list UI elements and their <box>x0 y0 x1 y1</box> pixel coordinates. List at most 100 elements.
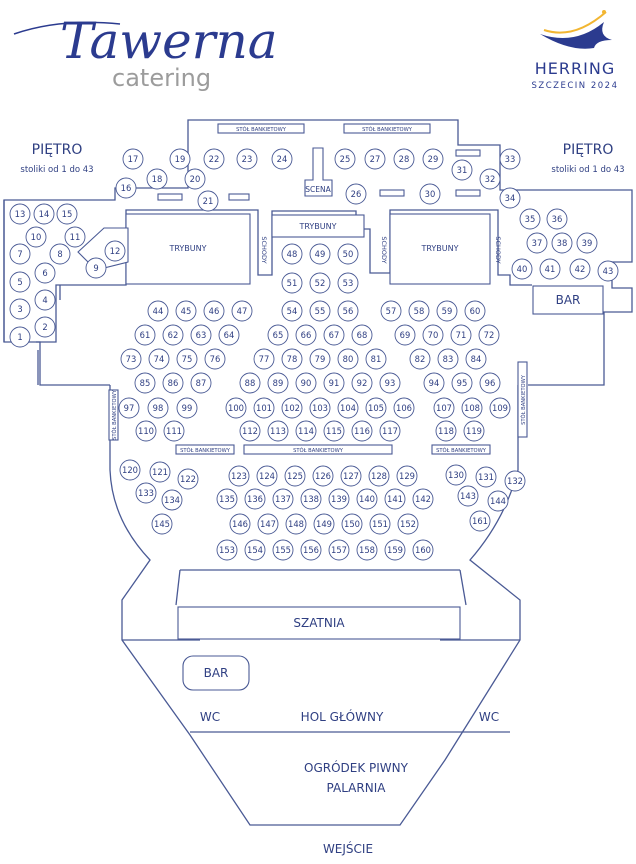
table-40: 40 <box>511 258 533 280</box>
table-110: 110 <box>135 420 157 442</box>
table-circle <box>151 513 173 535</box>
table-42: 42 <box>569 258 591 280</box>
table-number: 130 <box>448 470 464 480</box>
table-number: 81 <box>371 354 382 364</box>
table-97: 97 <box>118 397 140 419</box>
table-circle <box>597 260 619 282</box>
table-number: 65 <box>273 330 284 340</box>
table-2: 2 <box>34 316 56 338</box>
banquet-table-3 <box>175 444 235 455</box>
table-circle <box>479 372 501 394</box>
table-circle <box>328 539 350 561</box>
table-circle <box>197 190 219 212</box>
table-number: 75 <box>182 354 193 364</box>
table-circle <box>569 258 591 280</box>
table-96: 96 <box>479 372 501 394</box>
table-number: 139 <box>331 494 347 504</box>
table-circle <box>147 397 169 419</box>
table-127: 127 <box>340 465 362 487</box>
szatnia-label: SZATNIA <box>293 616 345 630</box>
table-number: 24 <box>277 154 288 164</box>
table-113: 113 <box>267 420 289 442</box>
table-36: 36 <box>546 208 568 230</box>
table-circle <box>313 513 335 535</box>
table-124: 124 <box>256 465 278 487</box>
table-number: 146 <box>232 519 248 529</box>
table-92: 92 <box>351 372 373 394</box>
small-bar-table <box>228 193 250 201</box>
table-number: 112 <box>242 426 258 436</box>
table-56: 56 <box>337 300 359 322</box>
table-circle <box>423 372 445 394</box>
table-circle <box>225 397 247 419</box>
table-number: 153 <box>219 545 235 555</box>
table-120: 120 <box>119 459 141 481</box>
table-number: 9 <box>93 263 98 273</box>
table-number: 89 <box>273 378 284 388</box>
table-57: 57 <box>380 300 402 322</box>
pietro-left-label: PIĘTRO <box>32 142 83 158</box>
table-number: 57 <box>386 306 397 316</box>
table-102: 102 <box>281 397 303 419</box>
ogrodek-label: OGRÓDEK PIWNY <box>304 760 409 775</box>
table-156: 156 <box>300 539 322 561</box>
table-circle <box>253 348 275 370</box>
trybuny-center <box>271 214 365 238</box>
table-123: 123 <box>228 465 250 487</box>
table-number: 141 <box>387 494 403 504</box>
banquet-label-7: STÓŁ BANKIETOWY <box>520 374 527 425</box>
table-111: 111 <box>163 420 185 442</box>
banquet-table-4 <box>243 444 393 455</box>
table-90: 90 <box>295 372 317 394</box>
table-circle <box>244 539 266 561</box>
table-44: 44 <box>147 300 169 322</box>
table-112: 112 <box>239 420 261 442</box>
table-141: 141 <box>384 488 406 510</box>
table-number: 123 <box>231 471 247 481</box>
table-number: 5 <box>17 277 22 287</box>
table-154: 154 <box>244 539 266 561</box>
table-circle <box>384 488 406 510</box>
table-circle <box>281 397 303 419</box>
banquet-table-1 <box>217 123 305 134</box>
table-76: 76 <box>204 348 226 370</box>
table-20: 20 <box>184 168 206 190</box>
table-26: 26 <box>345 183 367 205</box>
table-circle <box>422 324 444 346</box>
table-number: 23 <box>242 154 253 164</box>
table-circle <box>33 203 55 225</box>
table-number: 142 <box>415 494 431 504</box>
pietro-right-label: PIĘTRO <box>563 142 614 158</box>
szatnia-box <box>177 606 461 640</box>
table-circle <box>393 148 415 170</box>
table-159: 159 <box>384 539 406 561</box>
table-number: 46 <box>209 306 220 316</box>
table-81: 81 <box>365 348 387 370</box>
table-116: 116 <box>351 420 373 442</box>
table-75: 75 <box>176 348 198 370</box>
table-134: 134 <box>161 489 183 511</box>
table-152: 152 <box>397 513 419 535</box>
table-number: 159 <box>387 545 403 555</box>
table-number: 34 <box>505 193 516 203</box>
table-135: 135 <box>216 488 238 510</box>
table-150: 150 <box>341 513 363 535</box>
table-number: 48 <box>287 249 298 259</box>
table-number: 105 <box>368 403 384 413</box>
table-68: 68 <box>351 324 373 346</box>
trybuny-right-label: TRYBUNY <box>420 244 458 253</box>
table-circle <box>256 465 278 487</box>
table-circle <box>337 397 359 419</box>
table-number: 17 <box>128 154 139 164</box>
table-number: 49 <box>315 249 326 259</box>
banquet-label-3: STÓŁ BANKIETOWY <box>180 447 231 454</box>
table-circle <box>546 208 568 230</box>
table-number: 56 <box>343 306 354 316</box>
bar-lower-label: BAR <box>204 666 229 680</box>
table-number: 132 <box>507 476 523 486</box>
table-circle <box>365 348 387 370</box>
table-85: 85 <box>134 372 156 394</box>
table-circle <box>469 510 491 532</box>
table-number: 134 <box>164 495 180 505</box>
table-circle <box>551 232 573 254</box>
